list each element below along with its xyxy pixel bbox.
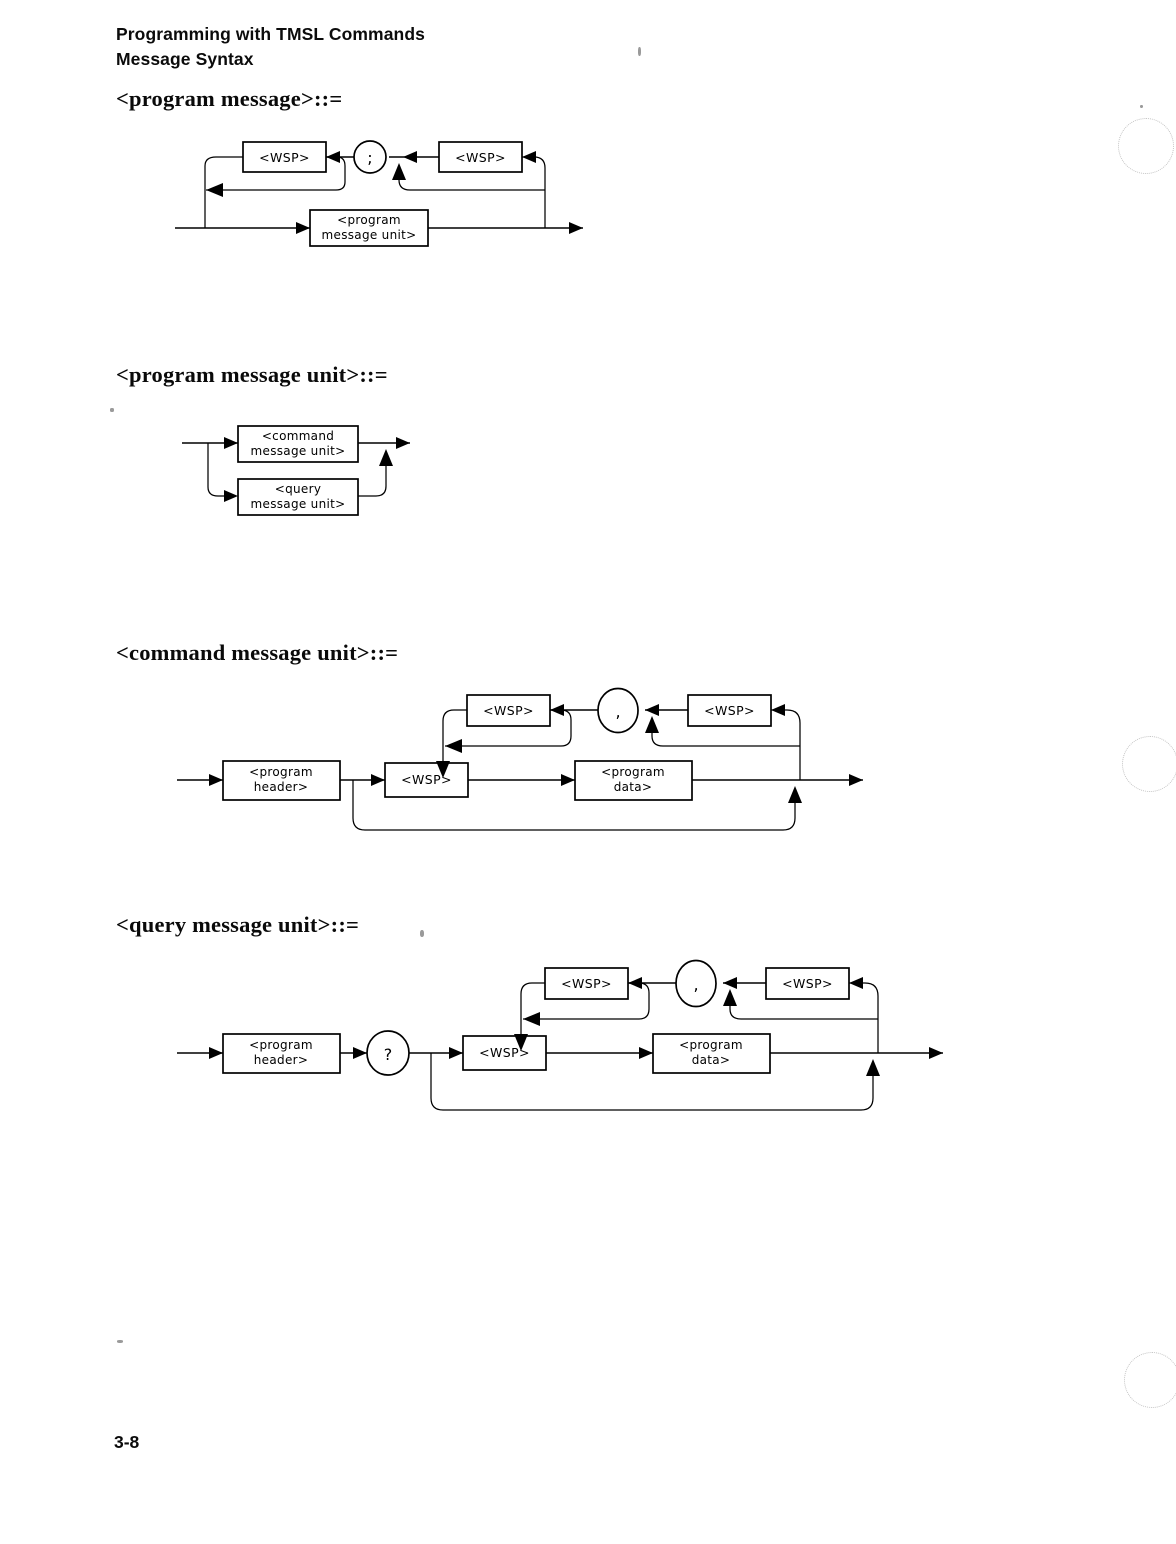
syntax-diagram-program-message: <WSP> ; <WSP> [165, 130, 595, 255]
node-wsp-main: <WSP> [479, 1045, 530, 1060]
production-label-program-message: <program message>::= [116, 86, 343, 111]
node-program-message-unit-line-1: <program [337, 213, 401, 227]
node-wsp-main: <WSP> [401, 772, 452, 787]
node-wsp-loop-left: <WSP> [483, 703, 534, 718]
running-head-line-1: Programming with TMSL Commands [116, 24, 425, 44]
node-separator-comma: , [615, 702, 620, 721]
production-label-query-message-unit: <query message unit>::= [116, 912, 360, 937]
syntax-diagram-command-message-unit: <program header> <WSP> <program data> <W… [175, 687, 875, 843]
hole-punch-artifact-middle [1122, 736, 1176, 792]
node-wsp-loop-right: <WSP> [782, 976, 833, 991]
production-label-command-message-unit: <command message unit>::= [116, 640, 399, 665]
node-query-message-unit-line-1: <query [275, 482, 322, 496]
node-program-data-line-2: data> [692, 1053, 731, 1067]
node-program-data-line-2: data> [614, 780, 653, 794]
node-separator-comma: , [693, 975, 698, 994]
node-wsp-left: <WSP> [259, 150, 310, 165]
scan-speck [110, 408, 114, 412]
node-wsp-loop-right: <WSP> [704, 703, 755, 718]
node-program-message-unit-line-2: message unit> [322, 228, 417, 242]
node-question-mark: ? [384, 1045, 393, 1064]
node-program-header-line-1: <program [249, 765, 313, 779]
node-program-header-line-2: header> [254, 1053, 308, 1067]
hole-punch-artifact-top [1118, 118, 1174, 174]
node-command-message-unit-line-1: <command [262, 429, 334, 443]
syntax-diagram-query-message-unit: <program header> ? <WSP> <program data> [175, 959, 955, 1125]
node-separator-semicolon: ; [367, 148, 372, 167]
scan-speck [117, 1340, 123, 1343]
hole-punch-artifact-bottom [1124, 1352, 1176, 1408]
running-head-line-2: Message Syntax [116, 49, 254, 69]
node-wsp-right: <WSP> [455, 150, 506, 165]
scan-speck [420, 930, 424, 937]
scan-speck [1140, 105, 1143, 108]
page-number: 3-8 [114, 1432, 140, 1452]
node-program-header-line-1: <program [249, 1038, 313, 1052]
node-command-message-unit-line-2: message unit> [251, 444, 346, 458]
syntax-diagram-program-message-unit: <command message unit> <query message un… [180, 425, 430, 520]
production-label-program-message-unit: <program message unit>::= [116, 362, 388, 387]
node-wsp-loop-left: <WSP> [561, 976, 612, 991]
node-query-message-unit-line-2: message unit> [251, 497, 346, 511]
scan-speck [638, 47, 641, 56]
node-program-header-line-2: header> [254, 780, 308, 794]
node-program-data-line-1: <program [679, 1038, 743, 1052]
running-head: Programming with TMSL Commands Message S… [116, 22, 425, 72]
node-program-data-line-1: <program [601, 765, 665, 779]
